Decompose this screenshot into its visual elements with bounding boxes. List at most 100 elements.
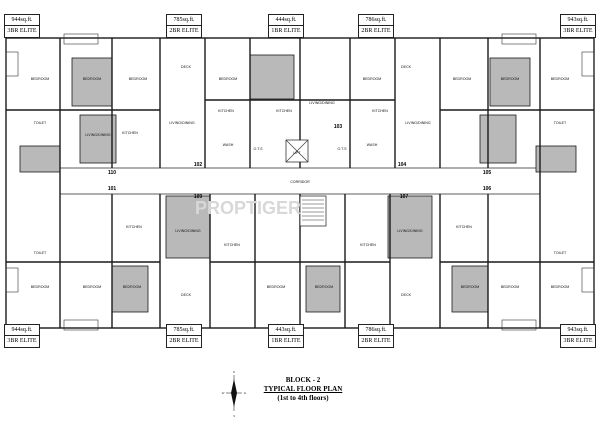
unit-area: 943sq.ft. [561,15,595,26]
unit-area: 786sq.ft. [359,15,393,26]
room-label: TOILET [34,121,47,125]
room-label: DECK [181,293,192,297]
living-shade [165,195,211,259]
room-label: WASH [367,143,378,147]
room-label: BEDROOM [83,285,102,289]
bedroom-shade [249,54,295,100]
room-labels: BEDROOM BEDROOM BEDROOM BEDROOM BEDROOM … [31,65,570,297]
room-label: WASH [223,143,234,147]
bedroom-shade [489,57,531,107]
room-label: BEDROOM [551,77,570,81]
block-name: BLOCK - 2 [285,376,321,384]
room-label: LIVING/DINING [169,121,195,125]
unit-tag: 443sq.ft. 1BR ELITE [268,324,304,348]
flat-number: 102 [194,162,203,168]
room-label: DECK [401,65,412,69]
unit-tag: 943sq.ft. 3BR ELITE [560,324,596,348]
unit-type: 3BR ELITE [563,338,593,344]
unit-tag: 785sq.ft. 2BR ELITE [166,324,202,348]
flat-number: 106 [483,186,492,192]
living-shade [387,195,433,259]
room-label: BEDROOM [31,77,50,81]
plan-title: TYPICAL FLOOR PLAN [263,385,343,393]
room-label: LIVING/DINING [397,229,423,233]
flat-number: 105 [483,170,492,176]
room-label: BEDROOM [363,77,382,81]
room-label: KITCHEN [122,131,138,135]
room-label: KITCHEN [276,109,292,113]
room-label: TOILET [554,251,567,255]
compass-s: S [233,414,235,418]
room-label: KITCHEN [360,243,376,247]
unit-area: 785sq.ft. [167,15,201,26]
compass-n: N [233,370,235,374]
room-label: LIVING/DINING [175,229,201,233]
flat-numbers: 102 103 104 105 106 107 109 110 101 [108,124,492,200]
bedroom-shade [19,145,61,173]
living-shade [479,114,517,164]
unit-area: 943sq.ft. [561,325,595,336]
unit-type: 3BR ELITE [7,338,37,344]
bedroom-shade [305,265,341,313]
room-label: KITCHEN [372,109,388,113]
unit-tag: 786sq.ft. 2BR ELITE [358,14,394,38]
unit-tag: 786sq.ft. 2BR ELITE [358,324,394,348]
room-label: BEDROOM [315,285,334,289]
room-label: BEDROOM [501,77,520,81]
room-label: BEDROOM [453,77,472,81]
unit-area: 785sq.ft. [167,325,201,336]
room-label: O.T.S [254,147,264,151]
room-label: CORRIDOR [290,180,310,184]
unit-type: 3BR ELITE [563,28,593,34]
unit-tag: 943sq.ft. 3BR ELITE [560,14,596,38]
unit-type: 2BR ELITE [169,28,199,34]
room-label: BEDROOM [129,77,148,81]
room-label: BEDROOM [83,77,102,81]
unit-tag: 785sq.ft. 2BR ELITE [166,14,202,38]
unit-area: 944sq.ft. [5,325,39,336]
unit-type: 2BR ELITE [361,28,391,34]
room-label: BEDROOM [31,285,50,289]
room-label: BEDROOM [219,77,238,81]
compass-w: W [222,391,225,395]
flat-number: 109 [194,194,203,200]
room-label: LIVING/DINING [309,101,335,105]
unit-type: 2BR ELITE [361,338,391,344]
room-label: DECK [181,65,192,69]
room-label: TOILET [554,121,567,125]
room-label: LIVING/DINING [85,133,111,137]
room-label: KITCHEN [126,225,142,229]
floors-note: (1st to 4th floors) [277,394,329,402]
unit-tag: 944sq.ft. 3BR ELITE [4,14,40,38]
unit-type: 3BR ELITE [7,28,37,34]
unit-tag: 944sq.ft. 3BR ELITE [4,324,40,348]
bedroom-shade [111,265,149,313]
unit-type: 1BR ELITE [271,28,301,34]
room-label: LIVING/DINING [405,121,431,125]
stair-core [285,139,327,227]
watermark-text: PROPTIGER [195,198,301,218]
room-label: DECK [401,293,412,297]
unit-type: 1BR ELITE [271,338,301,344]
room-label: BEDROOM [123,285,142,289]
room-label: LIFT [293,151,301,155]
unit-area: 786sq.ft. [359,325,393,336]
compass-rose: N S E W [222,370,246,418]
unit-area: 443sq.ft. [269,325,303,336]
flat-number: 107 [400,194,409,200]
room-label: KITCHEN [224,243,240,247]
bedroom-shade [535,145,577,173]
unit-tag: 444sq.ft. 1BR ELITE [268,14,304,38]
living-shade [79,114,117,164]
plan-caption: BLOCK - 2 TYPICAL FLOOR PLAN (1st to 4th… [248,376,358,403]
room-label: KITCHEN [218,109,234,113]
flat-number: 103 [334,124,343,130]
room-label: KITCHEN [456,225,472,229]
unit-type: 2BR ELITE [169,338,199,344]
unit-area: 944sq.ft. [5,15,39,26]
bedroom-shade [451,265,489,313]
flat-number: 101 [108,186,117,192]
room-label: BEDROOM [267,285,286,289]
compass-e: E [244,391,246,395]
